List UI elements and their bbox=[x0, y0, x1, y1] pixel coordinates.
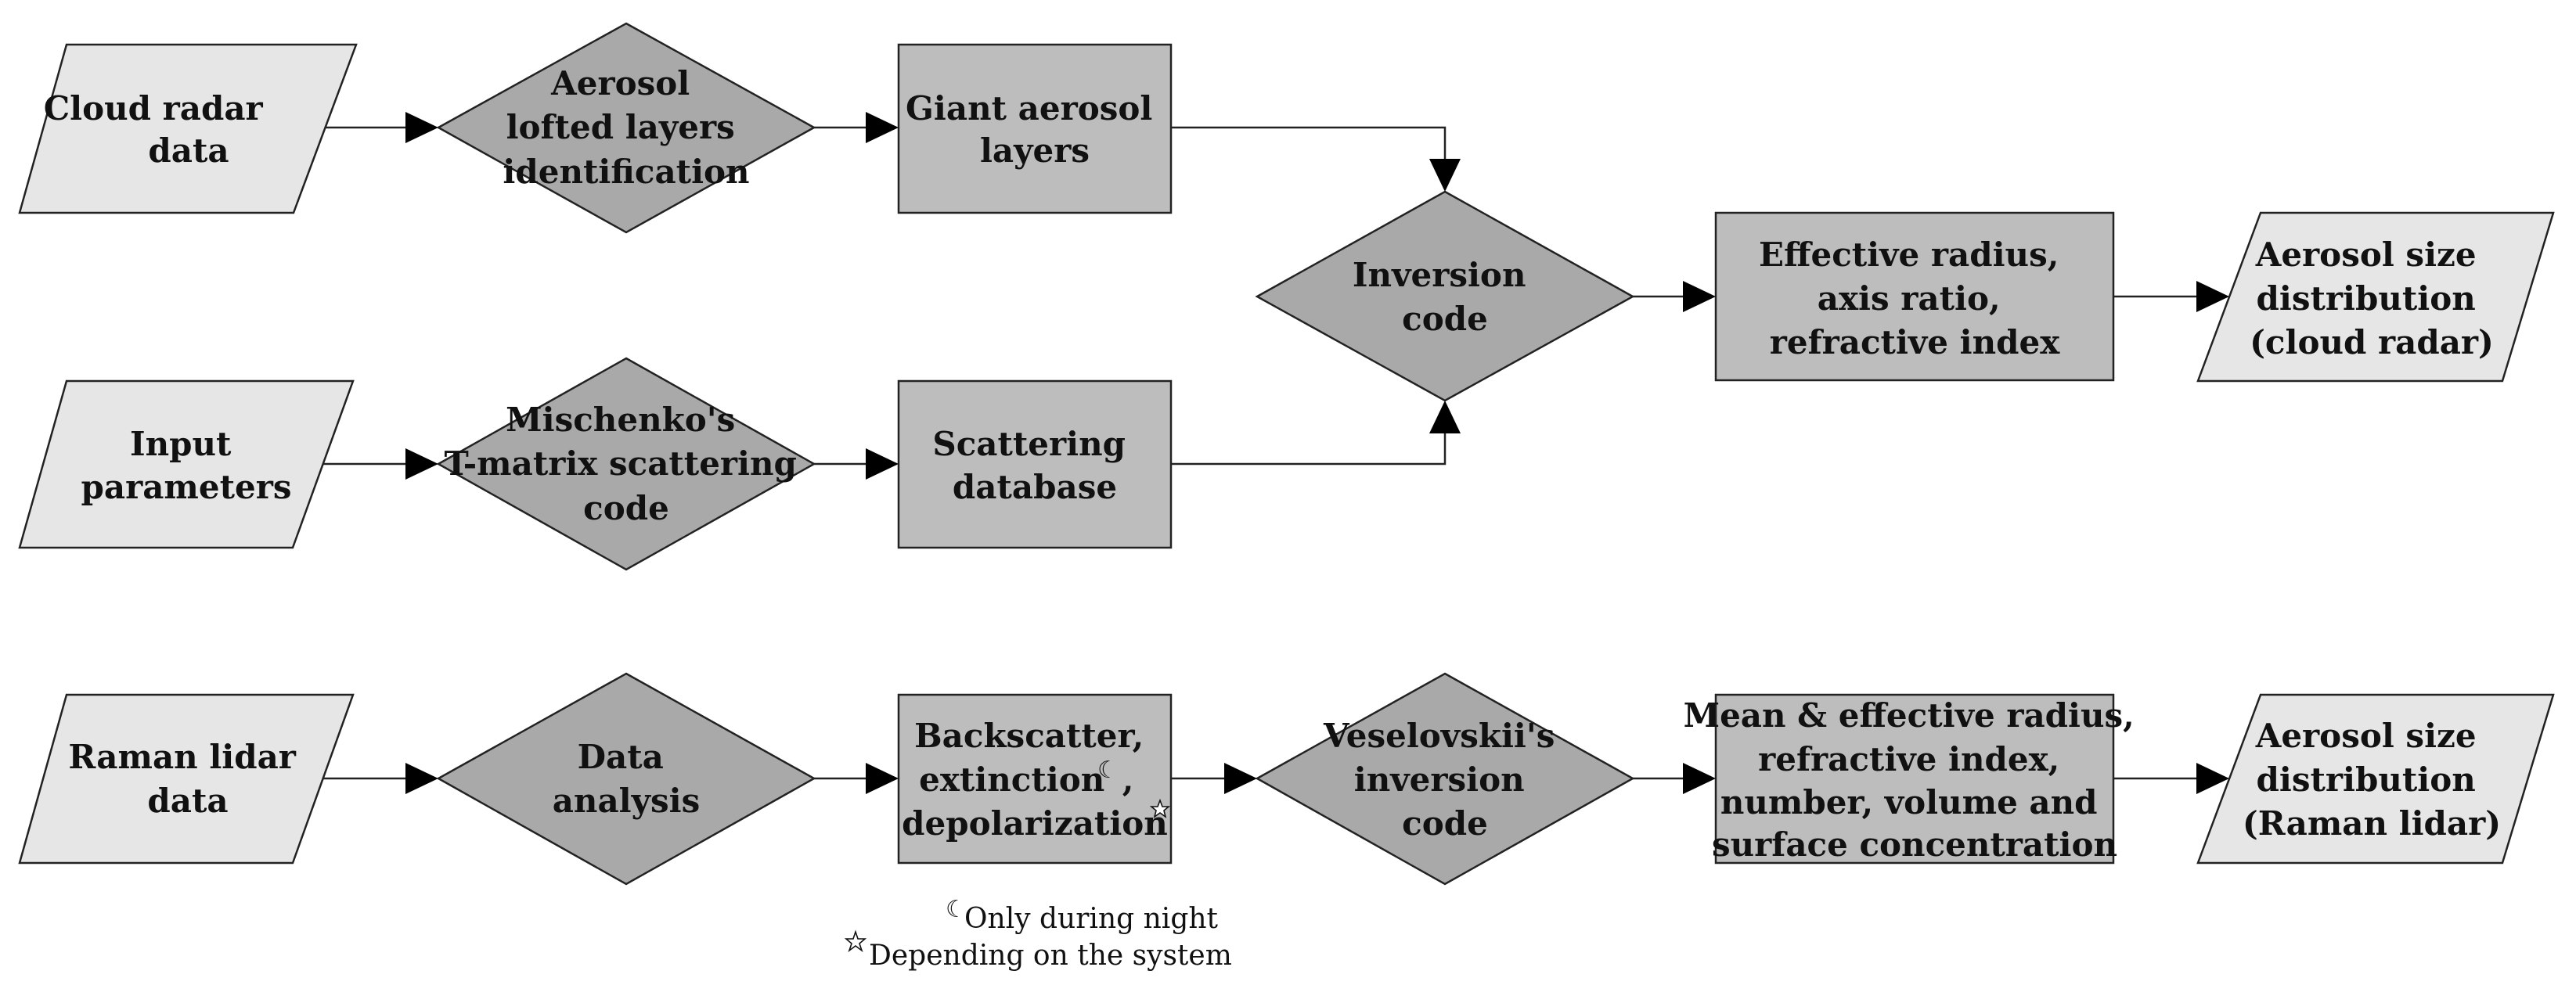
svg-text:Scattering database: Scattering database bbox=[932, 425, 1137, 506]
svg-text:Aerosol size distributio: Aerosol size distribution (Raman lidar) bbox=[2243, 717, 2501, 843]
node-veselovskii-inversion-code: Veselovskii's inversion code bbox=[1255, 672, 1635, 886]
arrow-giant-layers-to-inversion bbox=[1171, 126, 1461, 192]
node-aerosol-size-distribution-lidar: Aerosol size distribution (Raman lidar) bbox=[2196, 693, 2555, 865]
arrow-products-to-veselovskii bbox=[1171, 763, 1257, 794]
arrow-input-to-t-matrix bbox=[323, 448, 438, 480]
arrow-raman-to-analysis bbox=[323, 763, 438, 794]
arrow-inversion-to-radar-outputs bbox=[1633, 281, 1716, 312]
node-input-parameters: Input parameters bbox=[18, 379, 355, 549]
footnote-night: ☾ Only during night bbox=[946, 896, 1219, 935]
svg-text:,: , bbox=[1122, 760, 1134, 799]
star-icon bbox=[844, 929, 867, 953]
svg-text:Veselovskii's inversion: Veselovskii's inversion code bbox=[1323, 717, 1566, 843]
node-raman-lidar-data: Raman lidar data bbox=[18, 693, 355, 865]
svg-text:Aerosol size distributio: Aerosol size distribution (cloud radar) bbox=[2250, 235, 2494, 361]
svg-text:Mischenko's T-matrix sca: Mischenko's T-matrix scattering code bbox=[444, 401, 808, 527]
arrow-lidar-outputs-to-size-distribution bbox=[2113, 763, 2229, 794]
star-marker-icon bbox=[1149, 798, 1171, 818]
arrow-t-matrix-to-database bbox=[814, 448, 899, 480]
svg-text:Input parameters: Input parameters bbox=[81, 425, 292, 506]
arrow-radar-outputs-to-size-distribution bbox=[2113, 281, 2229, 312]
svg-text:Cloud radar data: Cloud radar data bbox=[44, 89, 275, 170]
moon-icon: ☾ bbox=[946, 896, 967, 923]
svg-text:Aerosol lofted layers: Aerosol lofted layers identification bbox=[503, 64, 749, 191]
svg-text:Backscatter, extinction: Backscatter, extinction depolarization bbox=[902, 717, 1168, 843]
svg-text:Mean & effective radius,: Mean & effective radius, refractive inde… bbox=[1684, 696, 2146, 864]
footnote-night-text: Only during night bbox=[964, 903, 1219, 935]
moon-marker-icon: ☾ bbox=[1097, 757, 1119, 784]
node-radar-retrieval-outputs: Effective radius, axis ratio, refractive… bbox=[1714, 211, 2115, 382]
node-aerosol-size-distribution-radar: Aerosol size distribution (cloud radar) bbox=[2196, 211, 2555, 383]
node-inversion-code: Inversion code bbox=[1255, 190, 1635, 402]
node-giant-aerosol-layers: Giant aerosol layers bbox=[897, 43, 1173, 214]
node-lidar-products: Backscatter, extinction depolarization ,… bbox=[897, 693, 1173, 865]
node-scattering-database: Scattering database bbox=[897, 379, 1173, 549]
svg-text:Effective radius, axis r: Effective radius, axis ratio, refractive… bbox=[1759, 235, 2070, 361]
node-lidar-retrieval-outputs: Mean & effective radius, refractive inde… bbox=[1684, 693, 2146, 865]
arrow-identification-to-giant-layers bbox=[814, 112, 899, 143]
footnote-system: Depending on the system bbox=[844, 929, 1232, 972]
arrow-database-to-inversion bbox=[1171, 401, 1461, 466]
footnote-system-text: Depending on the system bbox=[869, 940, 1232, 972]
arrow-veselovskii-to-lidar-outputs bbox=[1633, 763, 1716, 794]
svg-text:Giant aerosol layers: Giant aerosol layers bbox=[906, 89, 1164, 170]
svg-text:Data analysis: Data analysis bbox=[553, 738, 701, 820]
svg-text:Inversion code: Inversion code bbox=[1353, 256, 1537, 338]
node-cloud-radar-data: Cloud radar data bbox=[18, 43, 358, 214]
node-aerosol-layers-identification: Aerosol lofted layers identification bbox=[436, 22, 816, 234]
arrow-analysis-to-products bbox=[814, 763, 899, 794]
node-data-analysis: Data analysis bbox=[436, 672, 816, 886]
node-t-matrix-scattering-code: Mischenko's T-matrix scattering code bbox=[436, 357, 816, 571]
arrow-cloud-radar-to-identification bbox=[325, 112, 438, 143]
svg-text:Raman lidar data: Raman lidar data bbox=[68, 738, 307, 820]
